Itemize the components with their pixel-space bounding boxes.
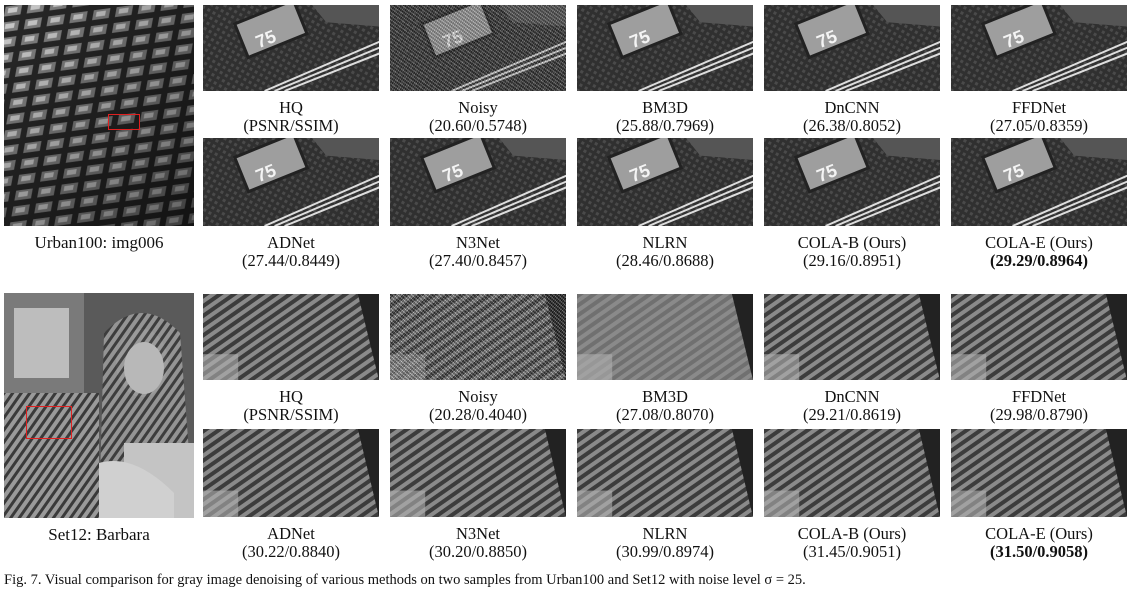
patch-urban-cola-e: 75 xyxy=(951,138,1127,226)
caption-barbara-ffdnet: FFDNet (29.98/0.8790) xyxy=(951,388,1127,424)
method-label: COLA-E (Ours) xyxy=(985,524,1093,543)
caption-barbara-bm3d: BM3D (27.08/0.8070) xyxy=(577,388,753,424)
method-label: Noisy xyxy=(458,98,498,117)
caption-urban-bm3d: BM3D (25.88/0.7969) xyxy=(577,99,753,135)
caption-barbara-adnet: ADNet (30.22/0.8840) xyxy=(203,525,379,561)
patch-urban-adnet: 75 xyxy=(203,138,379,226)
method-label: HQ xyxy=(279,387,303,406)
metric-label: (31.50/0.9058) xyxy=(989,542,1089,561)
metric-label: (PSNR/SSIM) xyxy=(243,116,339,135)
urban100-source-image xyxy=(4,5,194,226)
metric-label: (20.60/0.5748) xyxy=(428,116,528,135)
metric-label: (27.40/0.8457) xyxy=(428,251,528,270)
patch-barbara-ffdnet xyxy=(951,294,1127,380)
urban100-zoom-box xyxy=(108,114,140,130)
patch-urban-cola-b: 75 xyxy=(764,138,940,226)
method-label: DnCNN xyxy=(824,387,880,406)
caption-urban-nlrn: NLRN (28.46/0.8688) xyxy=(577,234,753,270)
figure-caption-text: Visual comparison for gray image denoisi… xyxy=(44,572,806,588)
method-label: COLA-B (Ours) xyxy=(797,233,907,252)
method-label: COLA-B (Ours) xyxy=(797,524,907,543)
patch-urban-nlrn: 75 xyxy=(577,138,753,226)
method-label: ADNet xyxy=(267,524,315,543)
caption-urban-n3net: N3Net (27.40/0.8457) xyxy=(390,234,566,270)
caption-barbara-cola-b: COLA-B (Ours) (31.45/0.9051) xyxy=(764,525,940,561)
caption-barbara-hq: HQ (PSNR/SSIM) xyxy=(203,388,379,424)
method-label: BM3D xyxy=(642,98,688,117)
caption-barbara-cola-e: COLA-E (Ours) (31.50/0.9058) xyxy=(951,525,1127,561)
method-label: BM3D xyxy=(642,387,688,406)
metric-label: (30.22/0.8840) xyxy=(241,542,341,561)
method-label: N3Net xyxy=(456,233,500,252)
barbara-zoom-box xyxy=(26,406,72,439)
metric-label: (31.45/0.9051) xyxy=(802,542,902,561)
metric-label: (29.16/0.8951) xyxy=(802,251,902,270)
method-label: NLRN xyxy=(642,524,688,543)
patch-barbara-hq xyxy=(203,294,379,380)
patch-urban-noisy: 75 xyxy=(390,5,566,91)
patch-urban-hq: 75 xyxy=(203,5,379,91)
method-label: Noisy xyxy=(458,387,498,406)
patch-barbara-adnet xyxy=(203,429,379,517)
patch-barbara-cola-e xyxy=(951,429,1127,517)
caption-barbara-noisy: Noisy (20.28/0.4040) xyxy=(390,388,566,424)
metric-label: (29.98/0.8790) xyxy=(989,405,1089,424)
metric-label: (26.38/0.8052) xyxy=(802,116,902,135)
metric-label: (30.99/0.8974) xyxy=(615,542,715,561)
patch-barbara-nlrn xyxy=(577,429,753,517)
caption-urban-cola-b: COLA-B (Ours) (29.16/0.8951) xyxy=(764,234,940,270)
figure-caption-prefix: Fig. 7. xyxy=(4,572,42,588)
patch-urban-n3net: 75 xyxy=(390,138,566,226)
method-label: FFDNet xyxy=(1011,387,1067,406)
method-label: FFDNet xyxy=(1011,98,1067,117)
metric-label: (27.08/0.8070) xyxy=(615,405,715,424)
urban100-source-label: Urban100: img006 xyxy=(34,233,164,252)
method-label: N3Net xyxy=(456,524,500,543)
patch-barbara-bm3d xyxy=(577,294,753,380)
metric-label: (20.28/0.4040) xyxy=(428,405,528,424)
patch-barbara-noisy xyxy=(390,294,566,380)
caption-urban-hq: HQ (PSNR/SSIM) xyxy=(203,99,379,135)
metric-label: (29.29/0.8964) xyxy=(989,251,1089,270)
caption-urban-dncnn: DnCNN (26.38/0.8052) xyxy=(764,99,940,135)
method-label: DnCNN xyxy=(824,98,880,117)
patch-barbara-cola-b xyxy=(764,429,940,517)
patch-urban-bm3d: 75 xyxy=(577,5,753,91)
method-label: ADNet xyxy=(267,233,315,252)
metric-label: (30.20/0.8850) xyxy=(428,542,528,561)
metric-label: (25.88/0.7969) xyxy=(615,116,715,135)
caption-barbara-n3net: N3Net (30.20/0.8850) xyxy=(390,525,566,561)
caption-urban-cola-e: COLA-E (Ours) (29.29/0.8964) xyxy=(951,234,1127,270)
metric-label: (28.46/0.8688) xyxy=(615,251,715,270)
metric-label: (29.21/0.8619) xyxy=(802,405,902,424)
method-label: NLRN xyxy=(642,233,688,252)
barbara-source-image xyxy=(4,293,194,518)
caption-barbara-nlrn: NLRN (30.99/0.8974) xyxy=(577,525,753,561)
barbara-source-label: Set12: Barbara xyxy=(48,525,150,544)
caption-urban-ffdnet: FFDNet (27.05/0.8359) xyxy=(951,99,1127,135)
caption-barbara-dncnn: DnCNN (29.21/0.8619) xyxy=(764,388,940,424)
metric-label: (27.05/0.8359) xyxy=(989,116,1089,135)
method-label: HQ xyxy=(279,98,303,117)
patch-urban-dncnn: 75 xyxy=(764,5,940,91)
metric-label: (27.44/0.8449) xyxy=(241,251,341,270)
patch-barbara-dncnn xyxy=(764,294,940,380)
method-label: COLA-E (Ours) xyxy=(985,233,1093,252)
caption-urban-noisy: Noisy (20.60/0.5748) xyxy=(390,99,566,135)
patch-urban-ffdnet: 75 xyxy=(951,5,1127,91)
metric-label: (PSNR/SSIM) xyxy=(243,405,339,424)
patch-barbara-n3net xyxy=(390,429,566,517)
caption-urban-adnet: ADNet (27.44/0.8449) xyxy=(203,234,379,270)
figure-caption: Fig. 7. Visual comparison for gray image… xyxy=(4,572,806,589)
